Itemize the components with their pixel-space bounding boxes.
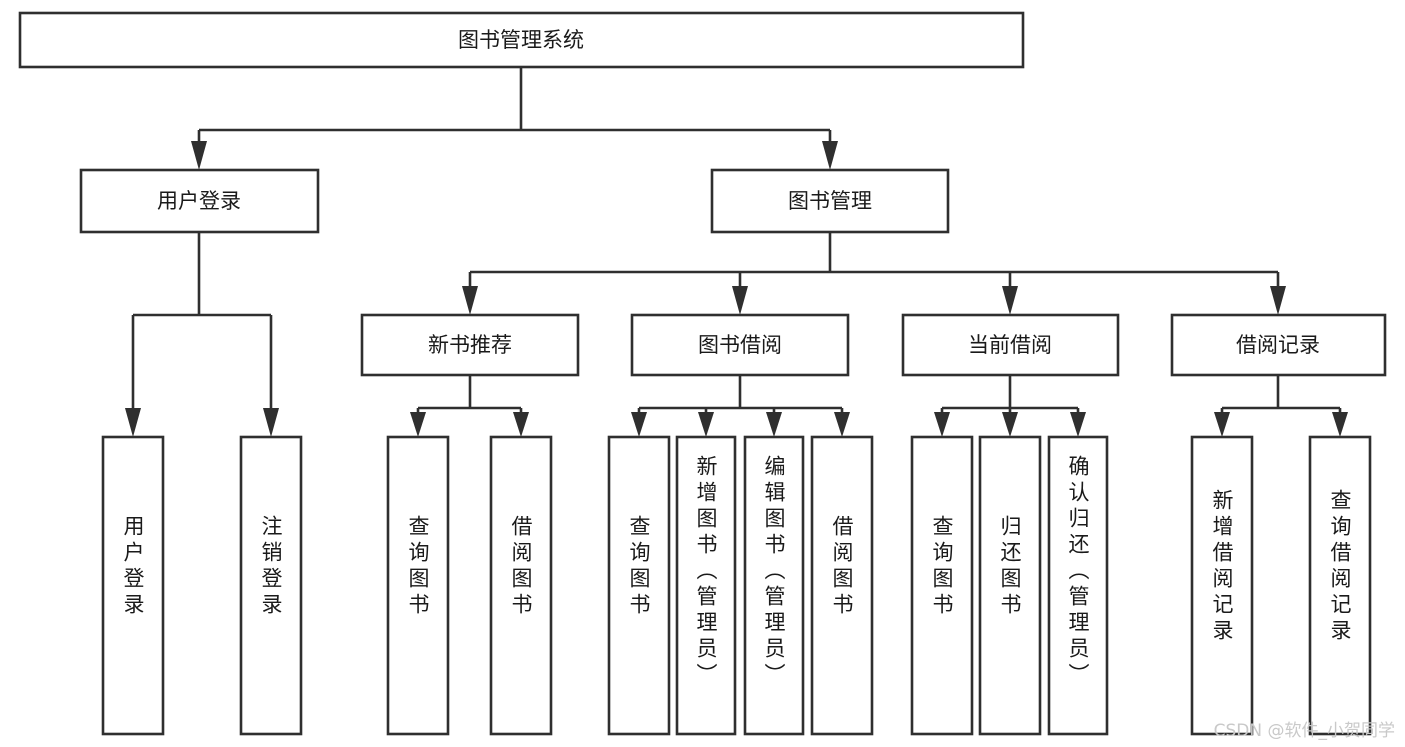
leaf-label: 借阅图书	[830, 515, 854, 619]
node-box	[386, 435, 450, 736]
leaf-logout[interactable]: 注销登录	[239, 435, 303, 736]
node-book-management[interactable]: 图书管理	[710, 168, 950, 234]
node-box	[675, 435, 737, 736]
leaf-confirm-return-admin[interactable]: 确认归还（管理员）	[1047, 435, 1109, 736]
leaf-label: 新增借阅记录	[1210, 489, 1234, 645]
leaf-label: 查询图书	[930, 515, 954, 619]
leaf-query-book-borrow[interactable]: 查询图书	[607, 435, 671, 736]
leaf-label: 确认归还（管理员）	[1066, 455, 1090, 689]
arrow-head-icon	[1002, 412, 1018, 437]
leaf-borrow-book[interactable]: 借阅图书	[810, 435, 874, 736]
arrow-head-icon	[1332, 412, 1348, 437]
node-box	[1170, 313, 1387, 377]
arrow-head-icon	[191, 141, 207, 170]
node-box	[1047, 435, 1109, 736]
leaf-user-login[interactable]: 用户登录	[101, 435, 165, 736]
connector-bookmgmt-to-level3	[462, 232, 1286, 315]
node-box	[239, 435, 303, 736]
connector-userlogin-to-leaves	[125, 232, 279, 437]
node-box	[1308, 435, 1372, 736]
leaf-label: 查询图书	[627, 515, 651, 619]
leaf-label: 用户登录	[121, 515, 145, 619]
arrow-head-icon	[125, 408, 141, 437]
node-box	[978, 435, 1042, 736]
node-box	[743, 435, 805, 736]
node-new-book-recommend[interactable]: 新书推荐	[360, 313, 580, 377]
leaf-query-book-current[interactable]: 查询图书	[910, 435, 974, 736]
node-current-borrow[interactable]: 当前借阅	[901, 313, 1120, 377]
node-box	[710, 168, 950, 234]
arrow-head-icon	[834, 412, 850, 437]
connector-borrowrecord-to-leaves	[1214, 375, 1348, 437]
arrow-head-icon	[462, 286, 478, 315]
arrow-head-icon	[822, 141, 838, 170]
node-label: 当前借阅	[968, 333, 1052, 357]
connector-newbook-to-leaves	[410, 375, 529, 437]
arrow-head-icon	[1270, 286, 1286, 315]
node-box	[910, 435, 974, 736]
leaf-label: 归还图书	[998, 515, 1022, 619]
arrow-head-icon	[934, 412, 950, 437]
connector-bookborrow-to-leaves	[631, 375, 850, 437]
node-box	[101, 435, 165, 736]
leaf-query-book-newbook[interactable]: 查询图书	[386, 435, 450, 736]
node-label: 借阅记录	[1236, 333, 1320, 357]
node-box	[901, 313, 1120, 377]
leaf-borrow-book-newbook[interactable]: 借阅图书	[489, 435, 553, 736]
node-box	[810, 435, 874, 736]
node-box	[630, 313, 850, 377]
leaf-label: 新增图书（管理员）	[694, 455, 718, 689]
node-label: 图书借阅	[698, 333, 782, 357]
arrow-head-icon	[1002, 286, 1018, 315]
node-box	[607, 435, 671, 736]
node-user-login[interactable]: 用户登录	[79, 168, 320, 234]
arrow-head-icon	[410, 412, 426, 437]
arrow-head-icon	[698, 412, 714, 437]
node-box	[489, 435, 553, 736]
arrow-head-icon	[732, 286, 748, 315]
node-label: 图书管理	[788, 189, 872, 213]
arrow-head-icon	[631, 412, 647, 437]
arrow-head-icon	[513, 412, 529, 437]
node-box	[1190, 435, 1254, 736]
node-box	[79, 168, 320, 234]
arrow-head-icon	[263, 408, 279, 437]
node-label: 图书管理系统	[458, 28, 584, 52]
arrow-head-icon	[1214, 412, 1230, 437]
leaf-query-borrow-record[interactable]: 查询借阅记录	[1308, 435, 1372, 736]
leaf-label: 编辑图书（管理员）	[762, 455, 786, 689]
leaf-add-borrow-record[interactable]: 新增借阅记录	[1190, 435, 1254, 736]
node-root-book-management-system[interactable]: 图书管理系统	[18, 11, 1025, 69]
leaf-edit-book-admin[interactable]: 编辑图书（管理员）	[743, 435, 805, 736]
leaf-label: 注销登录	[259, 515, 283, 619]
connector-root-to-level2	[191, 67, 838, 170]
leaf-label: 查询图书	[406, 515, 430, 619]
node-label: 用户登录	[157, 189, 241, 213]
csdn-watermark: CSDN @软件_小贺同学	[1213, 721, 1395, 741]
leaf-label: 借阅图书	[509, 515, 533, 619]
connector-currentborrow-to-leaves	[934, 375, 1086, 437]
leaf-add-book-admin[interactable]: 新增图书（管理员）	[675, 435, 737, 736]
arrow-head-icon	[1070, 412, 1086, 437]
arrow-head-icon	[766, 412, 782, 437]
node-borrow-record[interactable]: 借阅记录	[1170, 313, 1387, 377]
leaf-label: 查询借阅记录	[1328, 489, 1352, 645]
leaf-return-book[interactable]: 归还图书	[978, 435, 1042, 736]
node-label: 新书推荐	[428, 333, 512, 357]
node-book-borrow[interactable]: 图书借阅	[630, 313, 850, 377]
node-box	[360, 313, 580, 377]
node-box	[18, 11, 1025, 69]
